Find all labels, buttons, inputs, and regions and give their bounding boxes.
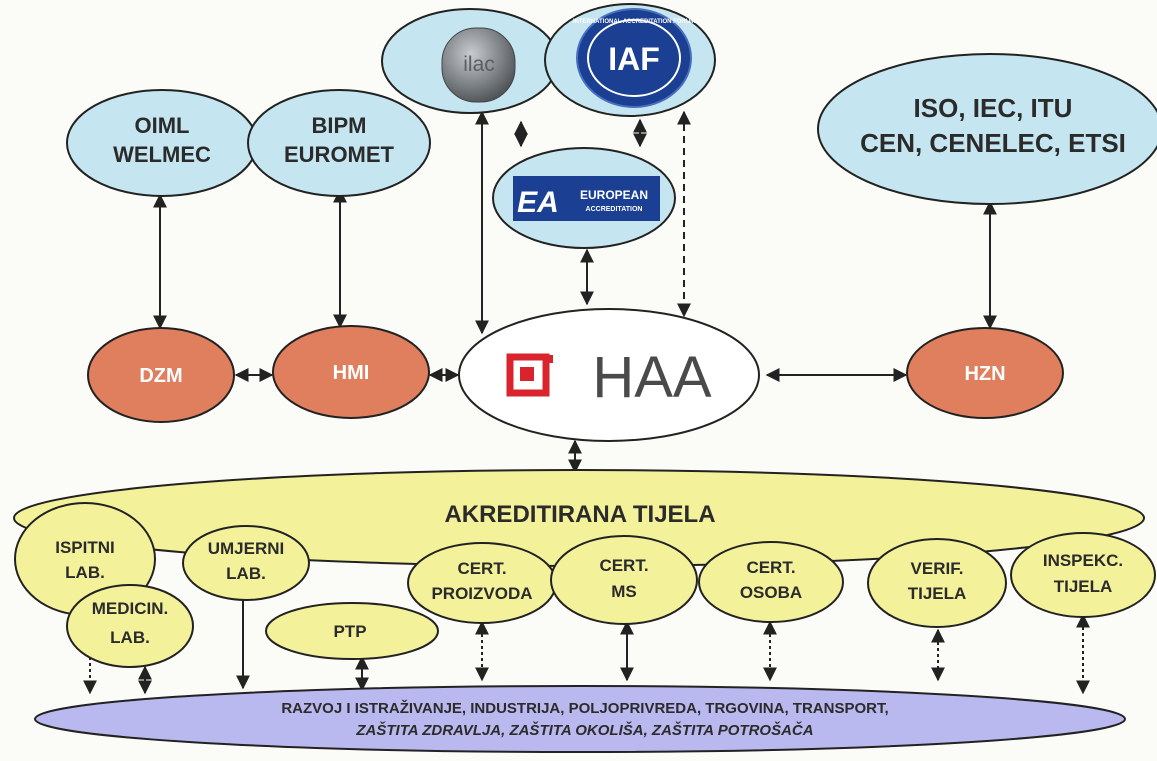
node-medicin-lab: MEDICIN. LAB. [66,584,194,668]
node-haa: HAA [458,308,760,442]
iaf-ring-text: INTERNATIONAL ACCREDITATION FORUM [573,19,695,25]
ispitni-line-2: LAB. [65,563,105,582]
node-ilac: ilac [381,8,559,114]
ispitni-line-1: ISPITNI [55,538,115,557]
ilac-logo [441,27,516,103]
accredited-bodies-title: AKREDITIRANA TIJELA [444,501,715,528]
verif-line-1: VERIF. [911,559,964,578]
welmec-label: WELMEC [113,142,211,167]
inspekc-line-2: TIJELA [1054,577,1113,596]
cert-osoba-line-2: OSOBA [740,583,802,602]
node-ptp: PTP [265,602,439,660]
medicin-line-2: LAB. [110,628,150,647]
iaf-logo-text: IAF [608,41,660,77]
medicin-line-1: MEDICIN. [92,599,169,618]
dzm-label: DZM [139,365,182,387]
sectors-band: RAZVOJ I ISTRAŽIVANJE, INDUSTRIJA, POLJO… [34,685,1126,753]
ea-logo-text-2: ACCREDITATION [586,206,643,213]
ea-logo [513,176,660,221]
haa-logo-icon [506,353,553,397]
connectors [83,110,1090,695]
node-verif-tijela: VERIF. TIJELA [867,538,1007,628]
hmi-label: HMI [333,362,370,384]
node-ea: EA EUROPEAN ACCREDITATION [492,147,676,249]
hzn-label: HZN [964,363,1005,385]
cert-ms-line-2: MS [611,582,637,601]
ptp-label: PTP [333,622,366,641]
oiml-label: OIML [135,113,190,138]
node-dzm: DZM [87,327,235,423]
node-iaf: IAF INTERNATIONAL ACCREDITATION FORUM [544,3,716,117]
bipm-label: BIPM [312,113,367,138]
ea-logo-text-1: EUROPEAN [580,188,648,202]
node-bipm-euromet: BIPM EUROMET [247,89,431,197]
node-umjerni-lab: UMJERNI LAB. [182,525,310,601]
standards-line-1: ISO, IEC, ITU [914,93,1073,123]
sectors-line-2: ZAŠTITA ZDRAVLJA, ZAŠTITA OKOLIŠA, ZAŠTI… [355,721,813,739]
sectors-line-1: RAZVOJ I ISTRAŽIVANJE, INDUSTRIJA, POLJO… [281,699,888,717]
node-hzn: HZN [906,327,1064,419]
node-cert-proizvoda: CERT. PROIZVODA [407,542,557,624]
node-inspekc-tijela: INSPEKC. TIJELA [1010,532,1156,618]
iaf-logo [576,8,692,108]
cert-ms-line-1: CERT. [599,556,648,575]
cert-osoba-line-1: CERT. [746,558,795,577]
ilac-logo-text: ilac [463,53,495,76]
standards-line-2: CEN, CENELEC, ETSI [860,128,1126,158]
node-oiml-welmec: OIML WELMEC [66,89,258,197]
umjerni-line-1: UMJERNI [208,539,285,558]
cert-proizvoda-line-2: PROIZVODA [431,584,532,603]
umjerni-line-2: LAB. [226,564,266,583]
node-cert-osoba: CERT. OSOBA [698,541,844,623]
node-cert-ms: CERT. MS [550,535,698,625]
verif-line-2: TIJELA [908,584,967,603]
node-hmi: HMI [272,325,430,419]
cert-proizvoda-line-1: CERT. [457,559,506,578]
haa-label: HAA [592,345,712,410]
inspekc-line-1: INSPEKC. [1043,551,1123,570]
ea-logo-mark: EA [517,186,559,219]
node-standards: ISO, IEC, ITU CEN, CENELEC, ETSI [817,53,1157,205]
euromet-label: EUROMET [284,142,395,167]
